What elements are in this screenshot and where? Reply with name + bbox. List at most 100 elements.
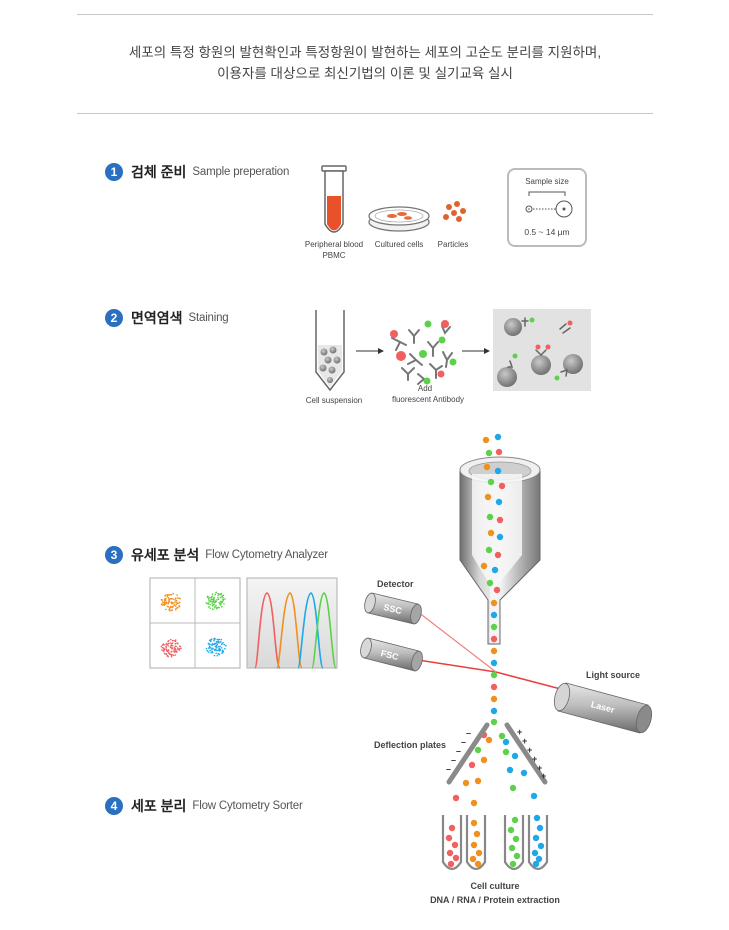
cell-dot: [490, 659, 498, 667]
scatter-point: [218, 653, 221, 655]
fluorescent-dots: [390, 320, 457, 385]
scatter-point: [211, 650, 213, 653]
step-number-badge: 2: [105, 309, 123, 327]
scatter-point: [172, 650, 175, 652]
scatter-point: [175, 603, 178, 605]
scatter-point: [161, 601, 164, 603]
scatter-point: [211, 596, 213, 598]
scatter-point: [161, 644, 164, 646]
svg-text:+: +: [532, 754, 537, 764]
cell-dot: [507, 826, 515, 834]
scatter-point: [172, 598, 174, 600]
scatter-point: [211, 649, 213, 651]
scatter-point: [214, 645, 217, 648]
step-1-heading: 1 검체 준비 Sample preperation: [105, 162, 289, 182]
scatter-point: [222, 596, 224, 599]
svg-text:+: +: [517, 727, 522, 737]
scatter-point: [221, 647, 223, 649]
extraction-label: DNA / RNA / Protein extraction: [430, 895, 560, 905]
sample-size-title: Sample size: [525, 177, 569, 186]
intro-text: 세포의 특정 항원의 발현확인과 특정항원이 발현하는 세포의 고순도 분리를 …: [77, 42, 653, 84]
cell-dot: [533, 814, 541, 822]
cell-dot: [485, 546, 493, 554]
scatter-point: [175, 645, 177, 648]
cell-dot: [491, 566, 499, 574]
scatter-point: [171, 642, 174, 644]
scatter-point: [165, 602, 167, 604]
cell-stream: [452, 433, 538, 807]
cell-dot: [495, 498, 503, 506]
scatter-point: [218, 650, 221, 652]
scatter-point: [223, 603, 225, 605]
scatter-point: [211, 644, 213, 647]
scatter-point: [211, 647, 213, 650]
step-number-badge: 1: [105, 163, 123, 181]
scatter-point: [213, 598, 215, 601]
scatter-point: [170, 606, 173, 608]
scatter-point: [173, 604, 175, 606]
scatter-point: [166, 594, 169, 596]
scatter-point: [216, 647, 218, 649]
step-title-ko: 면역염색: [131, 310, 183, 326]
scatter-point: [225, 644, 227, 647]
cell-dot: [493, 586, 501, 594]
sample-tube-icon: [321, 165, 347, 233]
stained-cells-panel: [493, 309, 591, 391]
cell-dot: [468, 761, 476, 769]
scatter-point: [176, 642, 178, 644]
step-number-badge: 3: [105, 546, 123, 564]
scatter-point: [214, 637, 216, 640]
scatter-point: [172, 654, 175, 657]
deflection-plates: ––– –– +++ +++: [446, 722, 548, 785]
scatter-point: [161, 647, 164, 649]
scatter-point: [214, 605, 216, 608]
scatter-point: [170, 650, 172, 653]
scatter-point: [220, 600, 222, 603]
scatter-point: [216, 599, 218, 601]
scatter-point: [172, 605, 174, 608]
scatter-point: [174, 654, 177, 656]
scatter-point: [208, 639, 211, 642]
scatter-point: [223, 643, 226, 646]
cell-dot: [474, 860, 482, 868]
scatter-point: [209, 640, 212, 642]
cell-dot: [496, 533, 504, 541]
scatter-point: [171, 639, 174, 642]
scatter-point: [208, 644, 210, 646]
scatter-point: [212, 600, 214, 602]
cell-dot: [480, 562, 488, 570]
scatter-point: [219, 603, 221, 606]
scatter-point: [213, 639, 215, 642]
cell-dot: [485, 736, 493, 744]
scatter-point: [167, 640, 169, 643]
scatter-point: [165, 645, 167, 647]
scatter-point: [179, 645, 182, 648]
cell-dot: [485, 449, 493, 457]
scatter-point: [174, 639, 177, 641]
scatter-point: [172, 592, 174, 595]
scatter-point: [165, 608, 167, 611]
scatter-point: [174, 600, 176, 602]
scatter-point: [218, 593, 220, 596]
cell-dot: [474, 777, 482, 785]
cell-dot: [470, 841, 478, 849]
fsc-label: FSC: [380, 648, 400, 662]
scatter-point: [177, 607, 179, 609]
scatter-point: [167, 606, 170, 608]
cell-dot: [490, 695, 498, 703]
cell-dot: [537, 842, 545, 850]
cell-dot: [484, 493, 492, 501]
cell-dot: [470, 819, 478, 827]
cell-dot: [535, 855, 543, 863]
petri-dish-icon: [368, 206, 430, 232]
scatter-point: [167, 645, 170, 647]
scatter-point: [217, 596, 219, 599]
scatter-point: [175, 607, 177, 610]
scatter-point: [219, 645, 221, 648]
scatter-point: [163, 652, 166, 655]
scatter-point: [174, 601, 176, 604]
scatter-point: [213, 654, 216, 657]
cell-dot: [490, 635, 498, 643]
scatter-point: [164, 598, 166, 600]
scatter-point: [160, 645, 163, 648]
